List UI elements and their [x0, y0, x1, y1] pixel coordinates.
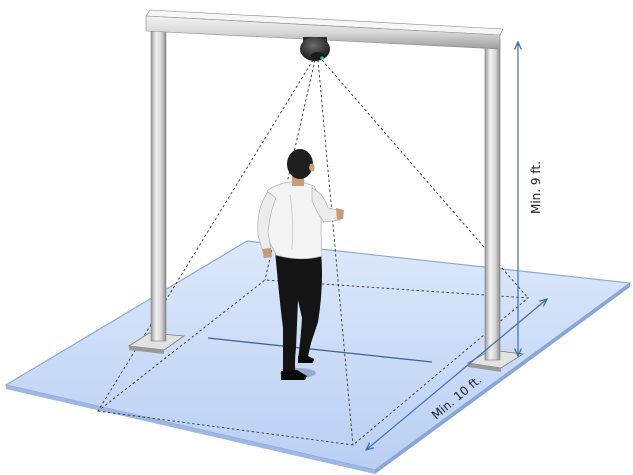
dome-camera-led: [320, 56, 323, 59]
left-post-column: [151, 28, 166, 341]
person-head: [287, 149, 313, 179]
height-dimension-label: Min. 9 ft.: [529, 161, 543, 214]
dome-camera: [300, 37, 330, 61]
right-post-column: [485, 40, 500, 360]
person-right-hand: [336, 208, 344, 220]
